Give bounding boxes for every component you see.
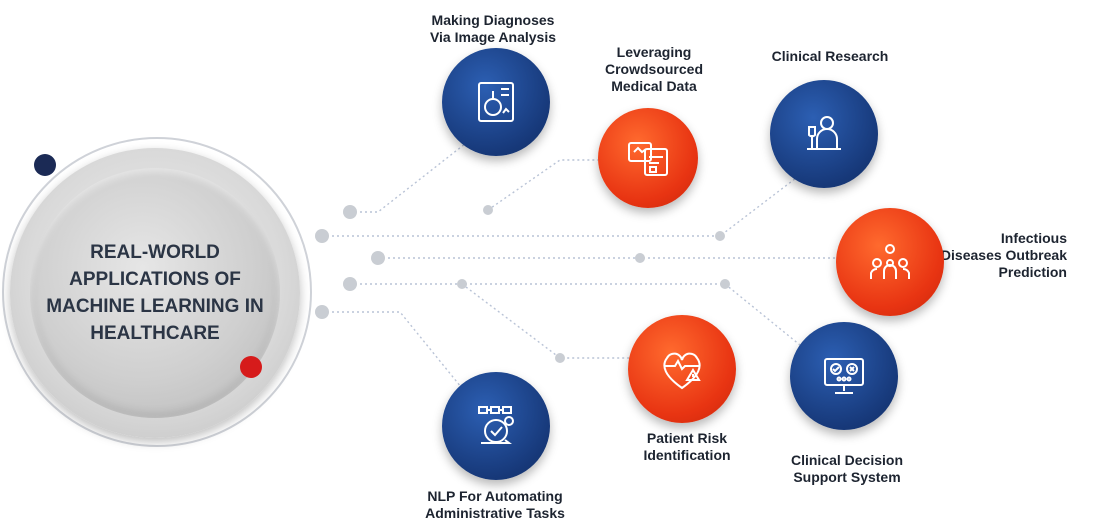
- crowdsourced-data-icon: [628, 142, 668, 176]
- automation-icon: [478, 406, 514, 444]
- heart-warning-icon: [663, 352, 701, 390]
- node-crowdsourced: [598, 108, 698, 208]
- connector-node: [343, 277, 357, 291]
- node-nlp: [442, 372, 550, 480]
- connector-node: [343, 205, 357, 219]
- hub-accent-dot-navy: [34, 154, 56, 176]
- node-clinical-research: [770, 80, 878, 188]
- hub-accent-dot-red: [240, 356, 262, 378]
- label-nlp: NLP For Automating Administrative Tasks: [425, 488, 565, 521]
- label-crowdsourced: Leveraging Crowdsourced Medical Data: [604, 44, 703, 94]
- hub-ring: [2, 137, 312, 447]
- node-image-analysis: [442, 48, 550, 156]
- label-image-analysis: Making Diagnoses Via Image Analysis: [429, 12, 557, 45]
- connector-decision-support: [350, 283, 801, 346]
- connector-node: [555, 353, 565, 363]
- connector-node: [371, 251, 385, 265]
- connector-image-analysis: [350, 139, 471, 213]
- image-analysis-icon: [478, 82, 514, 122]
- connector-node: [315, 229, 329, 243]
- label-clinical-research: Clinical Research: [771, 48, 889, 64]
- connector-node: [720, 279, 730, 289]
- connector-node: [715, 231, 725, 241]
- decision-monitor-icon: [824, 358, 864, 394]
- node-outbreak: [836, 208, 944, 316]
- connector-patient-risk: [461, 283, 635, 359]
- label-outbreak: Infectious Diseases Outbreak Prediction: [940, 230, 1067, 280]
- connector-node: [457, 279, 467, 289]
- connector-node: [483, 205, 493, 215]
- connector-node: [635, 253, 645, 263]
- connector-nlp: [322, 311, 471, 399]
- connector-node: [315, 305, 329, 319]
- node-decision-support: [790, 322, 898, 430]
- label-decision-support: Clinical Decision Support System: [790, 452, 904, 485]
- connector-clinical-research: [322, 174, 801, 237]
- connector-crowdsourced: [487, 159, 615, 211]
- label-patient-risk: Patient Risk Identification: [643, 430, 731, 463]
- hub-circle: REAL-WORLD APPLICATIONS OF MACHINE LEARN…: [30, 168, 280, 418]
- researcher-icon: [807, 116, 841, 150]
- node-patient-risk: [628, 315, 736, 423]
- outbreak-icon: [870, 244, 910, 279]
- hub-title: REAL-WORLD APPLICATIONS OF MACHINE LEARN…: [46, 242, 264, 344]
